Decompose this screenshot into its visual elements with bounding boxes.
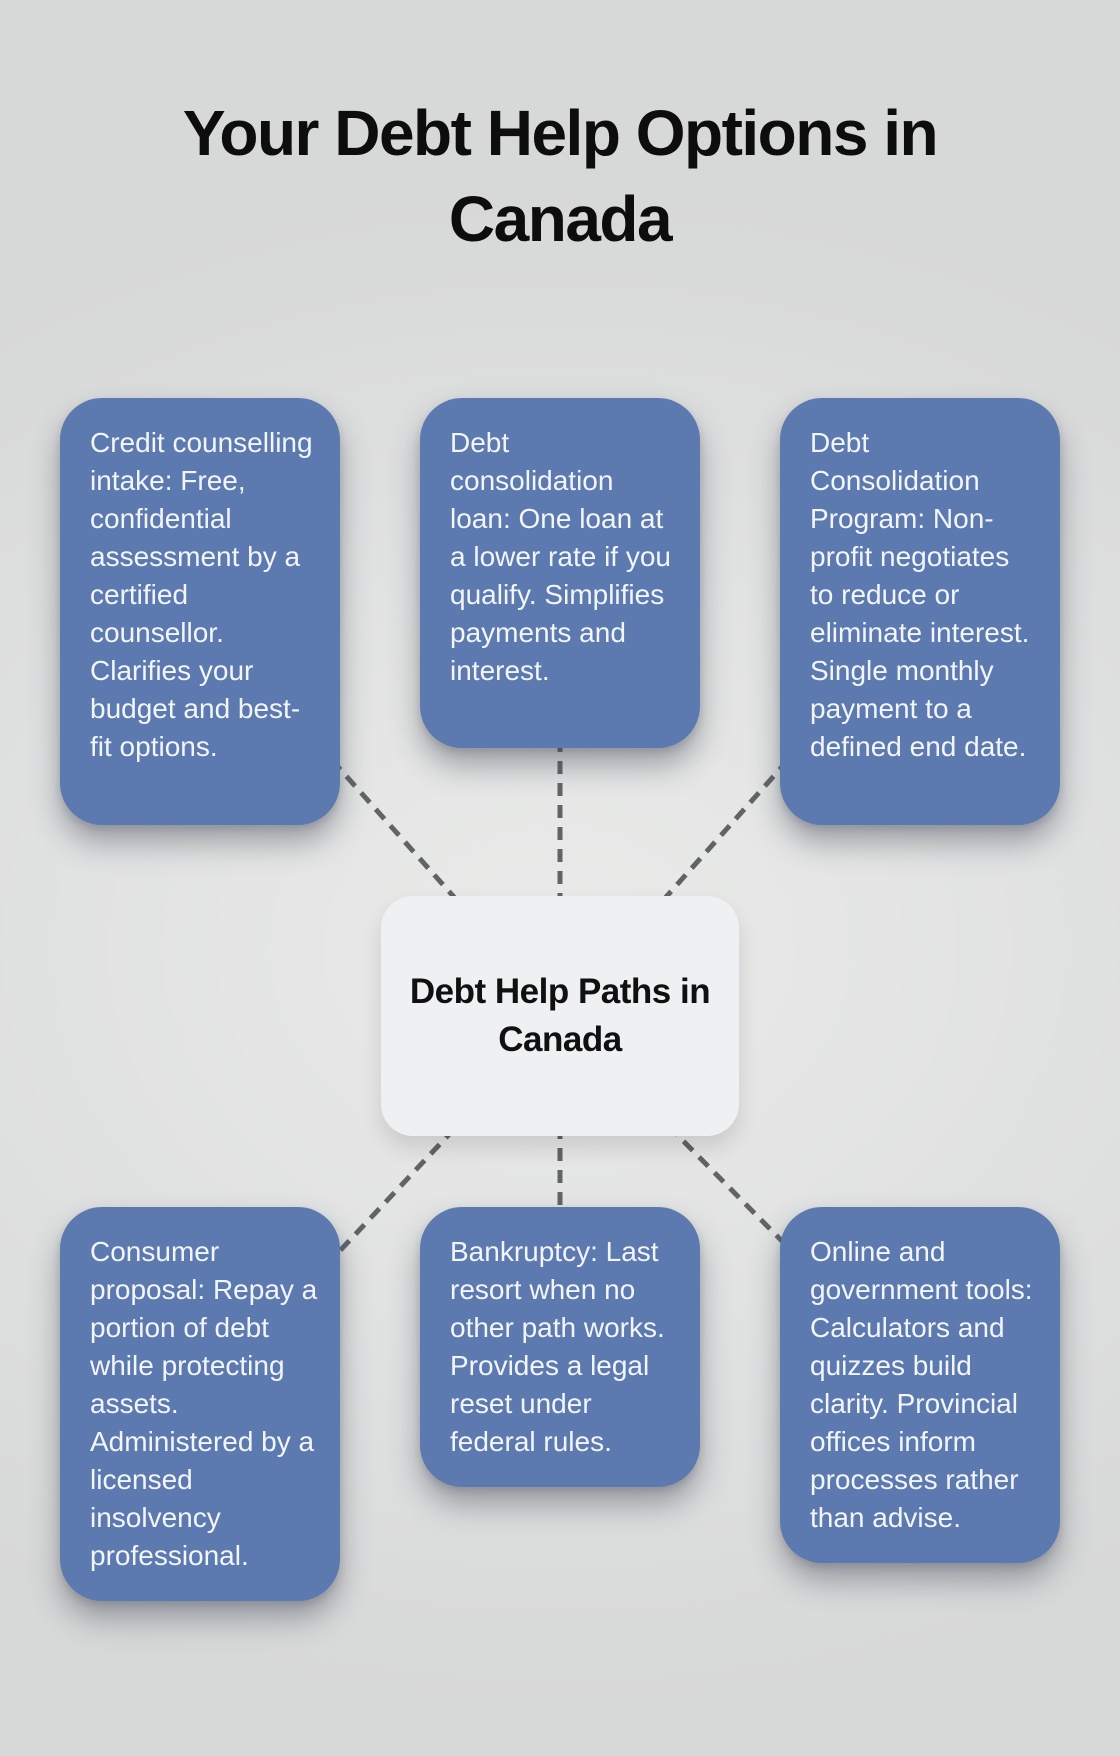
card-text: Online and government tools: Calculators…	[810, 1236, 1033, 1533]
card-online-government-tools: Online and government tools: Calculators…	[780, 1207, 1060, 1563]
card-credit-counselling-intake: Credit counselling intake: Free, confide…	[60, 398, 340, 825]
card-consumer-proposal: Consumer proposal: Repay a portion of de…	[60, 1207, 340, 1601]
card-debt-consolidation-program: Debt Consolidation Program: Non-profit n…	[780, 398, 1060, 825]
card-text: Bankruptcy: Last resort when no other pa…	[450, 1236, 665, 1457]
card-debt-consolidation-loan: Debt consolidation loan: One loan at a l…	[420, 398, 700, 748]
center-node-label: Debt Help Paths in Canada	[409, 972, 711, 1059]
card-text: Debt Consolidation Program: Non-profit n…	[810, 427, 1030, 762]
center-node: Debt Help Paths in Canada	[381, 896, 739, 1136]
page-title: Your Debt Help Options in Canada	[182, 97, 939, 255]
card-text: Consumer proposal: Repay a portion of de…	[90, 1236, 318, 1571]
card-text: Debt consolidation loan: One loan at a l…	[450, 427, 671, 686]
card-bankruptcy: Bankruptcy: Last resort when no other pa…	[420, 1207, 700, 1487]
card-text: Credit counselling intake: Free, confide…	[90, 427, 313, 762]
